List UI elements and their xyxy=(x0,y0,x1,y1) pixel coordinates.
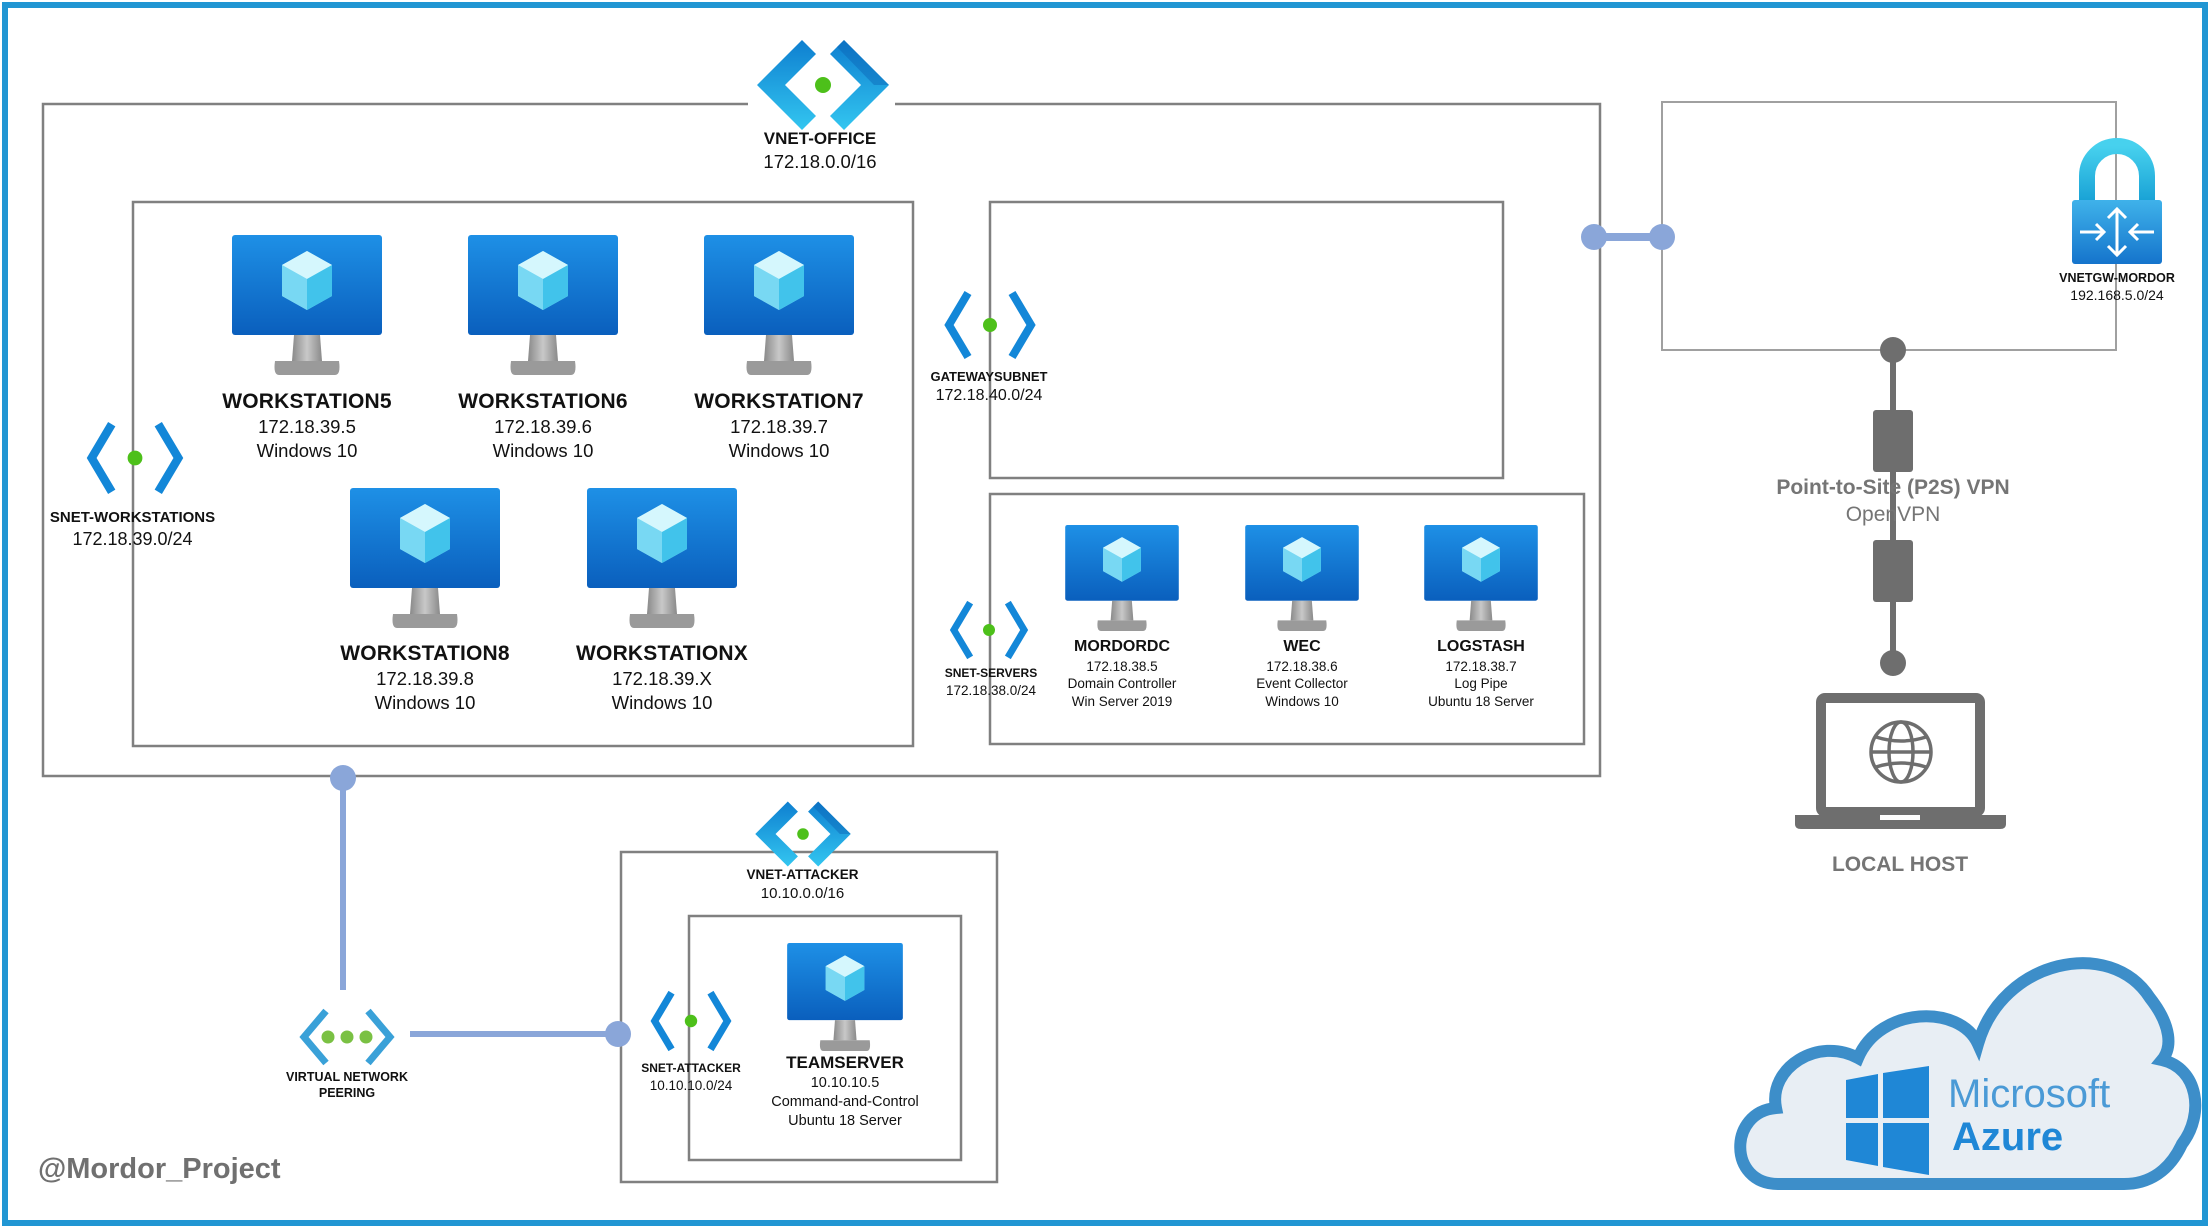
logstash-vm-icon xyxy=(1424,525,1538,631)
vnet-attacker-label: VNET-ATTACKER 10.10.0.0/16 xyxy=(746,867,859,902)
virtual-network-peering-icon xyxy=(299,1008,395,1066)
workstation6-label: WORKSTATION6 172.18.39.6 Windows 10 xyxy=(458,390,628,462)
gateway-subnet-label: GATEWAYSUBNET 172.18.40.0/24 xyxy=(930,369,1048,404)
mordordc-label: MORDORDC 172.18.38.5 Domain Controller W… xyxy=(1067,638,1177,709)
connector-dot xyxy=(1649,224,1675,250)
gateway-subnet-box xyxy=(988,200,1505,480)
connector-dot xyxy=(1581,224,1607,250)
cable-connector xyxy=(1873,410,1913,472)
snet-servers-box xyxy=(988,492,1586,746)
workstation8-label: WORKSTATION8 172.18.39.8 Windows 10 xyxy=(340,642,510,714)
workstation8-vm-icon xyxy=(350,488,500,628)
cable-end xyxy=(1880,337,1906,363)
windows-logo-icon xyxy=(1846,1066,1929,1175)
workstation6-vm-icon xyxy=(468,235,618,375)
workstationx-label: WORKSTATIONX 172.18.39.X Windows 10 xyxy=(576,642,748,714)
wec-vm-icon xyxy=(1245,525,1359,631)
snet-workstations-icon xyxy=(92,424,179,492)
vnet-attacker-box xyxy=(619,850,999,1184)
snet-workstations-label: SNET-WORKSTATIONS 172.18.39.0/24 xyxy=(49,509,216,549)
local-host-label: LOCAL HOST xyxy=(1831,853,1969,876)
snet-servers-label: SNET-SERVERS 172.18.38.0/24 xyxy=(944,666,1038,698)
virtual-network-peering-label: VIRTUAL NETWORK PEERING xyxy=(286,1070,408,1101)
cable-end xyxy=(1880,650,1906,676)
vpn-label: Point-to-Site (P2S) VPN OpenVPN xyxy=(1776,476,2010,527)
workstationx-vm-icon xyxy=(587,488,737,628)
wec-label: WEC 172.18.38.6 Event Collector Windows … xyxy=(1256,638,1348,709)
vnet-office-box xyxy=(41,102,1602,778)
connector-dot xyxy=(330,765,356,791)
vnet-gateway-label: VNETGW-MORDOR 192.168.5.0/24 xyxy=(2059,271,2175,304)
globe-icon xyxy=(1869,720,1933,784)
teamserver-vm-icon xyxy=(787,943,903,1051)
vnet-gateway-lock-icon xyxy=(2072,138,2162,264)
snet-attacker-label: SNET-ATTACKER 10.10.10.0/24 xyxy=(641,1061,741,1093)
twitter-handle: @Mordor_Project xyxy=(38,1153,281,1185)
snet-workstations-box xyxy=(131,200,915,748)
teamserver-label: TEAMSERVER 10.10.10.5 Command-and-Contro… xyxy=(771,1053,919,1129)
mordordc-vm-icon xyxy=(1065,525,1179,631)
vnet-office-icon xyxy=(757,40,889,130)
microsoft-text: Microsoft xyxy=(1948,1072,2110,1116)
workstation7-label: WORKSTATION7 172.18.39.7 Windows 10 xyxy=(694,390,864,462)
azure-text: Azure xyxy=(1952,1115,2063,1159)
workstation5-vm-icon xyxy=(232,235,382,375)
laptop-icon xyxy=(1795,693,2006,829)
snet-attacker-icon xyxy=(655,993,728,1050)
workstation5-label: WORKSTATION5 172.18.39.5 Windows 10 xyxy=(222,390,392,462)
workstation7-vm-icon xyxy=(704,235,854,375)
snet-attacker-box xyxy=(687,914,963,1162)
logstash-label: LOGSTASH 172.18.38.7 Log Pipe Ubuntu 18 … xyxy=(1428,638,1534,709)
vpn-gateway-box xyxy=(1661,101,2117,351)
cable-connector xyxy=(1873,540,1913,602)
vnet-office-label: VNET-OFFICE 172.18.0.0/16 xyxy=(763,129,877,173)
connector-dot xyxy=(605,1021,631,1047)
vnet-attacker-icon xyxy=(755,801,851,867)
